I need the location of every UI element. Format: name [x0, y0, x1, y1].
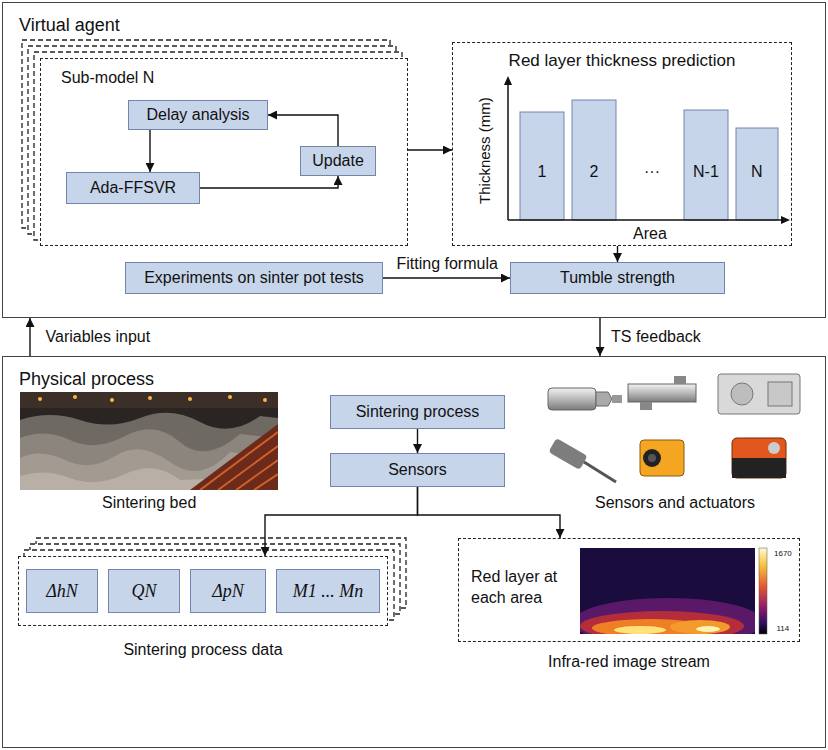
- label: Sintering bed: [102, 494, 196, 512]
- connector: [617, 246, 618, 262]
- node-text: Sub-model N: [61, 69, 154, 87]
- infrared-image: [573, 548, 767, 646]
- label: Thickness (mm): [475, 97, 492, 204]
- label: N: [751, 163, 763, 181]
- dashed-group: Sintering process dataΔhNQNΔpNM1 ... Mn: [18, 556, 388, 626]
- node-text: QN: [131, 581, 156, 602]
- connector: [268, 115, 338, 146]
- label: N-1: [693, 163, 719, 181]
- panel: Physical processSintering processSensors…: [2, 356, 826, 748]
- bar-chart: [504, 76, 790, 224]
- node-text: Experiments on sinter pot tests: [144, 269, 364, 287]
- label: Sensors and actuators: [595, 494, 755, 512]
- variable-box: ΔpN: [190, 569, 266, 613]
- label: Area: [633, 225, 667, 243]
- connector: [599, 318, 600, 356]
- node-text: Update: [312, 152, 364, 170]
- sintering-bed-photo: [20, 392, 278, 490]
- process-box: Tumble strength: [510, 262, 725, 294]
- label: 114: [777, 624, 790, 633]
- node-text: Infra-red image stream: [459, 653, 799, 671]
- node-text: Delay analysis: [146, 106, 249, 124]
- image-panel: Red layer at each areaInfra-red image st…: [458, 538, 800, 642]
- node-text: Ada-FFSVR: [90, 179, 176, 197]
- node-text: Sintering process data: [19, 641, 387, 659]
- node-text: M1 ... Mn: [293, 581, 364, 602]
- node-text: ΔhN: [46, 581, 78, 602]
- process-box: Sintering process: [330, 395, 505, 429]
- node-text: Red layer at each area: [471, 567, 571, 609]
- stack-copies: [24, 538, 406, 620]
- dashed-group: Sub-model N Delay analysisAda-FFSVR Update: [40, 58, 408, 246]
- connector: [418, 487, 561, 538]
- label: ···: [644, 163, 660, 181]
- process-box: Experiments on sinter pot tests: [125, 262, 383, 294]
- chart-panel: Red layer thickness prediction: [452, 42, 792, 246]
- edge-label: Fitting formula: [394, 255, 501, 273]
- node-text: Sensors: [388, 461, 447, 479]
- process-box: Ada-FFSVR: [66, 172, 200, 204]
- label: 1670: [774, 549, 792, 558]
- sensor-icons: [548, 374, 800, 482]
- front-ground: [40, 58, 408, 246]
- label: 1: [538, 163, 547, 181]
- process-box: Delay analysis: [128, 100, 268, 130]
- edge-label: Variables input: [43, 328, 154, 346]
- process-box: Update: [300, 146, 376, 176]
- connector: [200, 176, 338, 188]
- connector: [408, 149, 452, 150]
- connector: [149, 130, 150, 172]
- edge-label: TS feedback: [608, 328, 704, 346]
- node-text: Virtual agent: [19, 15, 120, 36]
- connector: [265, 487, 418, 556]
- front-ground: [18, 556, 388, 626]
- label: 2: [590, 163, 599, 181]
- node-text: Physical process: [19, 369, 154, 390]
- process-box: Sensors: [330, 453, 505, 487]
- node-text: Tumble strength: [560, 269, 675, 287]
- connector: [29, 318, 30, 356]
- connector: [383, 277, 510, 278]
- variable-box: QN: [108, 569, 180, 613]
- connector: [417, 429, 418, 453]
- node-text: ΔpN: [212, 581, 244, 602]
- variable-box: ΔhN: [26, 569, 98, 613]
- variable-box: M1 ... Mn: [276, 569, 380, 613]
- node-text: Red layer thickness prediction: [453, 51, 791, 71]
- node-text: Sintering process: [356, 403, 480, 421]
